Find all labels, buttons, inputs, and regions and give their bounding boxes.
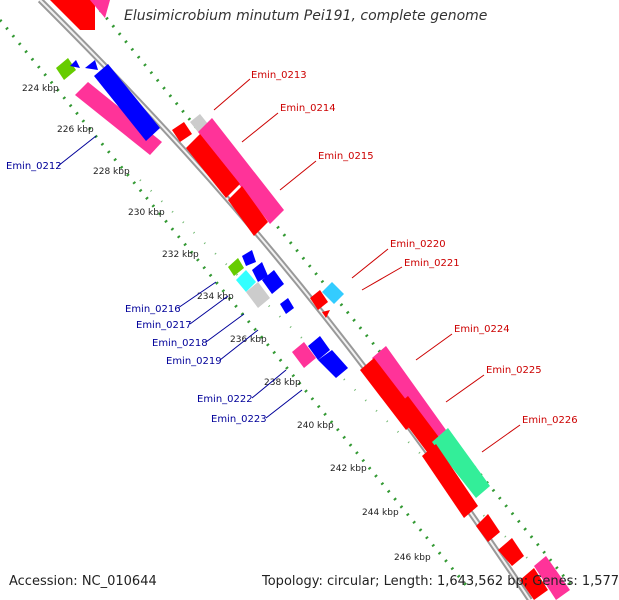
gene-label: Emin_0213 xyxy=(251,70,307,81)
gene-block xyxy=(262,270,284,294)
inner-dotted-line xyxy=(0,19,472,591)
gene-arrow xyxy=(90,0,110,18)
gene-block xyxy=(372,346,446,442)
kbp-label: 240 kbp xyxy=(297,421,334,431)
leader-line xyxy=(279,160,317,191)
gene-label: Emin_0221 xyxy=(404,258,460,269)
leader-line xyxy=(445,374,485,403)
kbp-label: 230 kbp xyxy=(128,208,165,218)
leader-line xyxy=(415,333,453,361)
gene-arrow xyxy=(56,58,76,80)
gene-label: Emin_0223 xyxy=(211,414,267,425)
kbp-label: 232 kbp xyxy=(162,250,199,260)
gene-block xyxy=(322,282,344,304)
gene-label: Emin_0218 xyxy=(152,338,208,349)
gene-block xyxy=(432,428,490,498)
kbp-label: 224 kbp xyxy=(22,84,59,94)
gene-block xyxy=(228,186,268,236)
gene-label: Emin_0212 xyxy=(6,161,62,172)
gene-block xyxy=(236,270,256,292)
gene-label: Emin_0224 xyxy=(454,324,510,335)
map-title: Elusimicrobium minutum Pei191, complete … xyxy=(124,8,488,24)
gene-arrow xyxy=(172,122,192,142)
gene-label: Emin_0226 xyxy=(522,415,578,426)
gene-label: Emin_0217 xyxy=(136,320,192,331)
gene-label: Emin_0222 xyxy=(197,394,253,405)
topology-text: Topology: circular; Length: 1,643,562 bp… xyxy=(262,574,619,589)
leader-line xyxy=(57,135,97,167)
leader-line xyxy=(213,78,251,111)
leader-line xyxy=(481,424,521,453)
leader-line xyxy=(351,248,389,279)
gene-label: Emin_0214 xyxy=(280,103,336,114)
kbp-label: 228 kbp xyxy=(93,167,130,177)
gene-block xyxy=(198,118,284,224)
leader-line xyxy=(189,295,229,325)
gene-block xyxy=(186,134,240,198)
gene-label: Emin_0220 xyxy=(390,239,446,250)
gene-arrow xyxy=(252,262,268,282)
leader-line xyxy=(241,112,279,143)
gene-arrow xyxy=(310,290,328,310)
leader-line xyxy=(251,369,287,399)
gene-block xyxy=(246,282,270,308)
gene-arrow xyxy=(85,60,98,70)
gene-arrow xyxy=(308,336,330,360)
accession-text: Accession: NC_010644 xyxy=(9,574,157,589)
kbp-label: 238 kbp xyxy=(264,378,301,388)
gene-label: Emin_0215 xyxy=(318,151,374,162)
leader-line xyxy=(265,389,303,419)
gene-arrow xyxy=(476,514,500,542)
kbp-label: 246 kbp xyxy=(394,553,431,563)
gene-arrow xyxy=(322,310,330,318)
gene-arrow xyxy=(228,258,244,276)
kbp-label: 244 kbp xyxy=(362,508,399,518)
leader-line xyxy=(219,329,259,361)
kbp-label: 236 kbp xyxy=(230,335,267,345)
gene-arrow xyxy=(70,60,80,68)
gene-block xyxy=(422,444,478,518)
gene-arrow xyxy=(242,250,256,266)
kbp-label: 226 kbp xyxy=(57,125,94,135)
leader-line xyxy=(205,313,245,343)
kbp-label: 242 kbp xyxy=(330,464,367,474)
gene-block xyxy=(292,342,316,368)
gene-arrow xyxy=(50,0,95,30)
leader-line xyxy=(177,281,217,309)
gene-block xyxy=(94,64,160,141)
gene-label: Emin_0225 xyxy=(486,365,542,376)
gene-block xyxy=(520,568,548,600)
gene-label: Emin_0216 xyxy=(125,304,181,315)
gene-block xyxy=(75,82,162,155)
leader-line xyxy=(361,266,403,291)
gene-arrow xyxy=(498,538,524,566)
genome-map: 224 kbp 226 kbp 228 kbp 230 kbp 232 kbp … xyxy=(0,0,578,600)
kbp-label: 234 kbp xyxy=(197,292,234,302)
gene-block xyxy=(318,350,348,378)
gene-arrow xyxy=(280,298,294,314)
gene-label: Emin_0219 xyxy=(166,356,222,367)
gene-block xyxy=(534,556,570,600)
